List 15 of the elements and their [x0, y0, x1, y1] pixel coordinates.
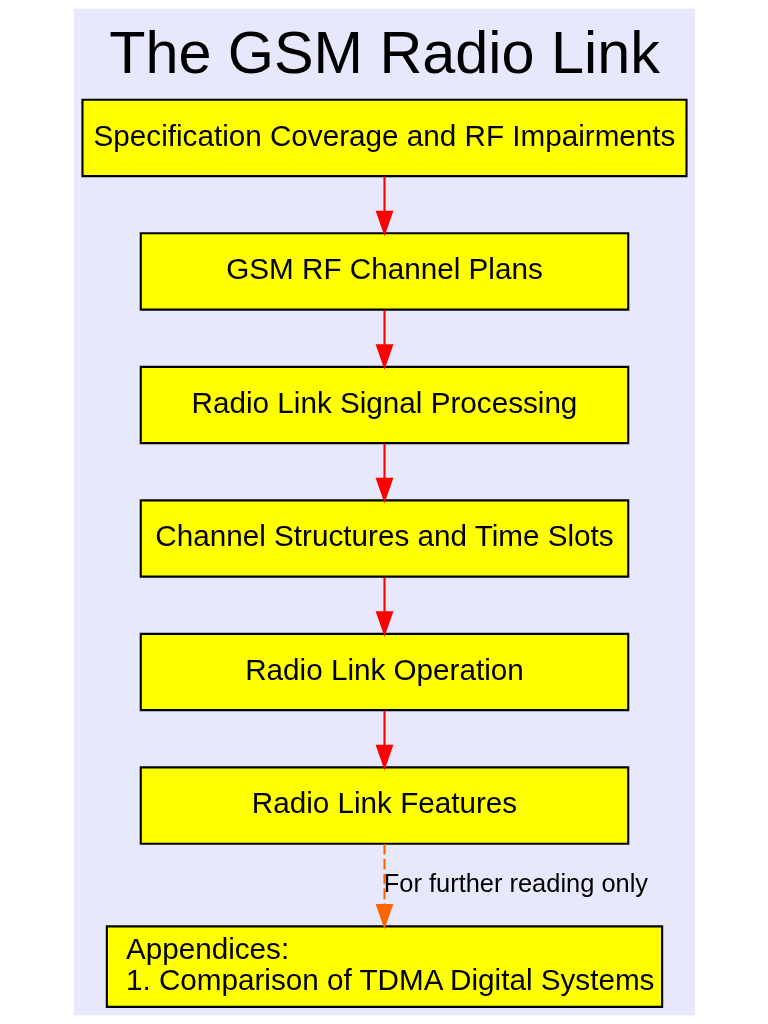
arrow [375, 710, 393, 771]
node-box: Radio Link Signal Processing [139, 365, 629, 445]
node-box: Radio Link Operation [139, 632, 629, 712]
node-box: Specification Coverage and RF Impairments [80, 98, 688, 178]
arrow [375, 844, 393, 930]
edge-label: For further reading only [383, 868, 648, 897]
node-box: Appendices: 1. Comparison of TDMA Digital Systems [105, 925, 663, 1008]
arrow [375, 443, 393, 504]
arrow [375, 577, 393, 637]
node-box: GSM RF Channel Plans [139, 232, 629, 311]
node-box: Channel Structures and Time Slots [139, 499, 629, 578]
arrow [375, 176, 393, 237]
diagram-title: The GSM Radio Link [108, 19, 660, 87]
arrow [375, 310, 393, 370]
node-box: Radio Link Features [139, 766, 629, 845]
